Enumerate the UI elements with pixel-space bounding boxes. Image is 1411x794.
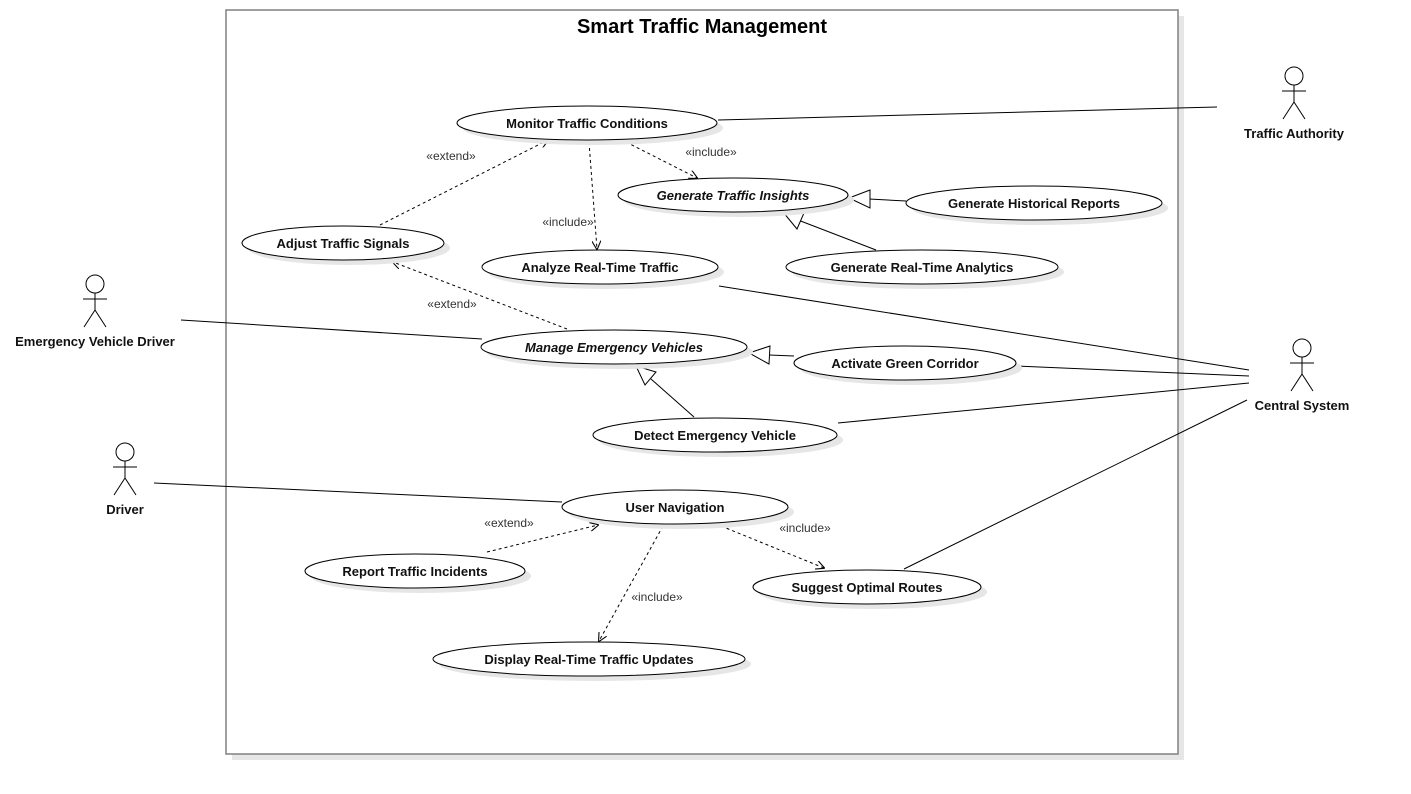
use-case-label: Display Real-Time Traffic Updates <box>484 652 693 667</box>
generalizations <box>635 189 907 418</box>
label-include-monitor-analyze: «include» <box>542 215 594 229</box>
gen-historical-insights-line <box>868 198 907 202</box>
gen-green-manage-head <box>747 345 771 365</box>
assoc-central-routes <box>903 399 1248 570</box>
actor-label: Driver <box>106 502 144 517</box>
use-case-monitor-traffic-conditions[interactable]: Monitor Traffic Conditions <box>456 105 723 145</box>
label-include-navigation-routes: «include» <box>779 521 831 535</box>
gen-detect-manage-head <box>635 365 657 386</box>
actor-central-system[interactable]: Central System <box>1255 338 1350 413</box>
dep-navigation-display <box>599 525 664 641</box>
use-case-label: Generate Traffic Insights <box>657 188 810 203</box>
use-case-user-navigation[interactable]: User Navigation <box>561 489 794 529</box>
assoc-evdriver-manage <box>180 319 483 340</box>
use-case-label: Activate Green Corridor <box>831 356 978 371</box>
use-case-adjust-traffic-signals[interactable]: Adjust Traffic Signals <box>241 225 450 265</box>
stick-figure-icon <box>83 274 107 328</box>
use-case-suggest-optimal-routes[interactable]: Suggest Optimal Routes <box>752 569 987 609</box>
use-case-label: Suggest Optimal Routes <box>792 580 943 595</box>
dep-adjust-monitor <box>379 140 548 226</box>
gen-detect-manage-line <box>650 378 695 418</box>
system-title: Smart Traffic Management <box>577 16 827 38</box>
stick-figure-icon <box>113 442 137 496</box>
dependencies <box>379 140 824 641</box>
use-case-label: Detect Emergency Vehicle <box>634 428 796 443</box>
use-case-label: User Navigation <box>626 500 725 515</box>
use-case-label: Generate Historical Reports <box>948 196 1120 211</box>
use-case-label: Analyze Real-Time Traffic <box>521 260 678 275</box>
use-case-label: Monitor Traffic Conditions <box>506 116 668 131</box>
assoc-central-green <box>1015 365 1250 377</box>
use-case-analyze-real-time-traffic[interactable]: Analyze Real-Time Traffic <box>481 249 724 289</box>
label-include-monitor-insights: «include» <box>685 145 737 159</box>
label-include-navigation-display: «include» <box>631 590 683 604</box>
actor-label: Emergency Vehicle Driver <box>15 334 175 349</box>
assoc-central-analyze <box>718 285 1250 371</box>
assoc-authority-monitor <box>717 106 1218 121</box>
dep-navigation-routes <box>720 525 824 568</box>
use-case-generate-real-time-analytics[interactable]: Generate Real-Time Analytics <box>785 249 1064 289</box>
stick-figure-icon <box>1282 66 1306 120</box>
actor-label: Traffic Authority <box>1244 126 1345 141</box>
actor-emergency-vehicle-driver[interactable]: Emergency Vehicle Driver <box>15 274 175 349</box>
use-case-detect-emergency-vehicle[interactable]: Detect Emergency Vehicle <box>592 417 843 457</box>
gen-green-manage-line <box>768 354 795 357</box>
assoc-central-detect <box>837 382 1250 424</box>
use-case-activate-green-corridor[interactable]: Activate Green Corridor <box>793 345 1022 385</box>
use-case-manage-emergency-vehicles[interactable]: Manage Emergency Vehicles <box>480 329 753 369</box>
assoc-driver-navigation <box>153 482 563 503</box>
gen-historical-insights-head <box>847 189 871 209</box>
use-case-generate-historical-reports[interactable]: Generate Historical Reports <box>905 185 1168 225</box>
stereotype-labels: «extend» «include» «include» «extend» «e… <box>426 145 831 604</box>
stick-figure-icon <box>1290 338 1314 392</box>
dep-report-navigation <box>486 525 598 553</box>
label-extend-adjust-monitor: «extend» <box>426 149 476 163</box>
use-case-generate-traffic-insights[interactable]: Generate Traffic Insights <box>617 177 854 217</box>
use-case-label: Manage Emergency Vehicles <box>525 340 703 355</box>
actor-traffic-authority[interactable]: Traffic Authority <box>1244 66 1345 141</box>
use-case-report-traffic-incidents[interactable]: Report Traffic Incidents <box>304 553 531 593</box>
label-extend-manage-adjust: «extend» <box>427 297 477 311</box>
associations <box>153 106 1250 570</box>
label-extend-report-navigation: «extend» <box>484 516 534 530</box>
gen-realtime-insights-line <box>797 219 877 251</box>
use-case-label: Adjust Traffic Signals <box>277 236 410 251</box>
use-case-label: Report Traffic Incidents <box>342 564 487 579</box>
actor-label: Central System <box>1255 398 1350 413</box>
dep-monitor-insights <box>625 141 697 178</box>
actor-driver[interactable]: Driver <box>106 442 144 517</box>
dep-manage-adjust <box>393 262 568 330</box>
use-case-display-real-time-traffic-updates[interactable]: Display Real-Time Traffic Updates <box>432 641 751 681</box>
use-case-label: Generate Real-Time Analytics <box>831 260 1014 275</box>
